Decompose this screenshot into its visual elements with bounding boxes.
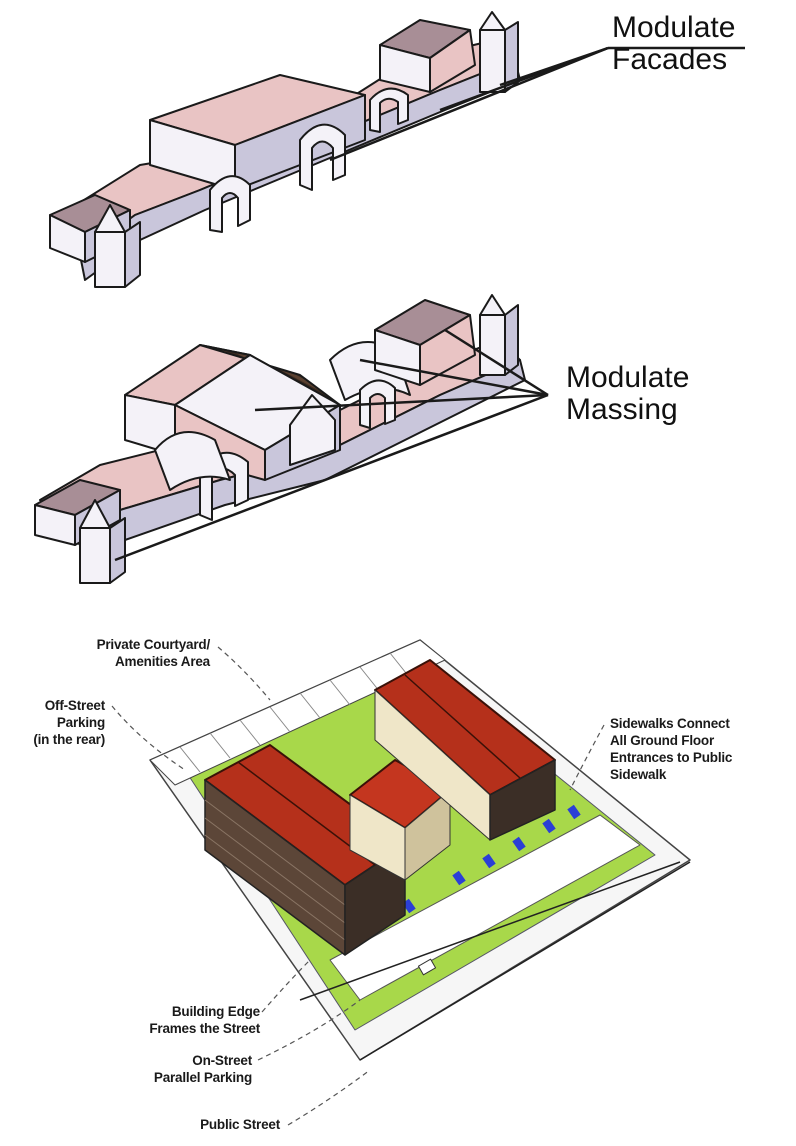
label-sidewalks-line3: Entrances to Public [610, 749, 732, 766]
label-onstreet-parking: On-Street Parallel Parking [110, 1052, 252, 1086]
massing-model [35, 295, 548, 583]
label-building-edge: Building Edge Frames the Street [110, 1003, 260, 1037]
label-public-street: Public Street [130, 1116, 280, 1133]
label-sidewalks-line4: Sidewalk [610, 766, 732, 783]
label-facades-line2: Facades [612, 44, 735, 76]
label-courtyard-line2: Amenities Area [60, 653, 210, 670]
label-offstreet-line1: Off-Street [10, 697, 105, 714]
label-onstreet-line1: On-Street [110, 1052, 252, 1069]
label-offstreet-parking: Off-Street Parking (in the rear) [10, 697, 105, 748]
label-massing-line2: Massing [566, 394, 689, 426]
label-building-edge-line1: Building Edge [110, 1003, 260, 1020]
label-onstreet-line2: Parallel Parking [110, 1069, 252, 1086]
label-offstreet-line2: Parking [10, 714, 105, 731]
label-building-edge-line2: Frames the Street [110, 1020, 260, 1037]
label-massing-line1: Modulate [566, 362, 689, 394]
label-offstreet-line3: (in the rear) [10, 731, 105, 748]
label-sidewalks-connect: Sidewalks Connect All Ground Floor Entra… [610, 715, 732, 783]
label-public-street-line1: Public Street [130, 1116, 280, 1133]
label-modulate-facades: Modulate Facades [612, 12, 735, 76]
label-modulate-massing: Modulate Massing [566, 362, 689, 426]
label-sidewalks-line2: All Ground Floor [610, 732, 732, 749]
label-private-courtyard: Private Courtyard/ Amenities Area [60, 636, 210, 670]
label-facades-line1: Modulate [612, 12, 735, 44]
label-sidewalks-line1: Sidewalks Connect [610, 715, 732, 732]
label-courtyard-line1: Private Courtyard/ [60, 636, 210, 653]
